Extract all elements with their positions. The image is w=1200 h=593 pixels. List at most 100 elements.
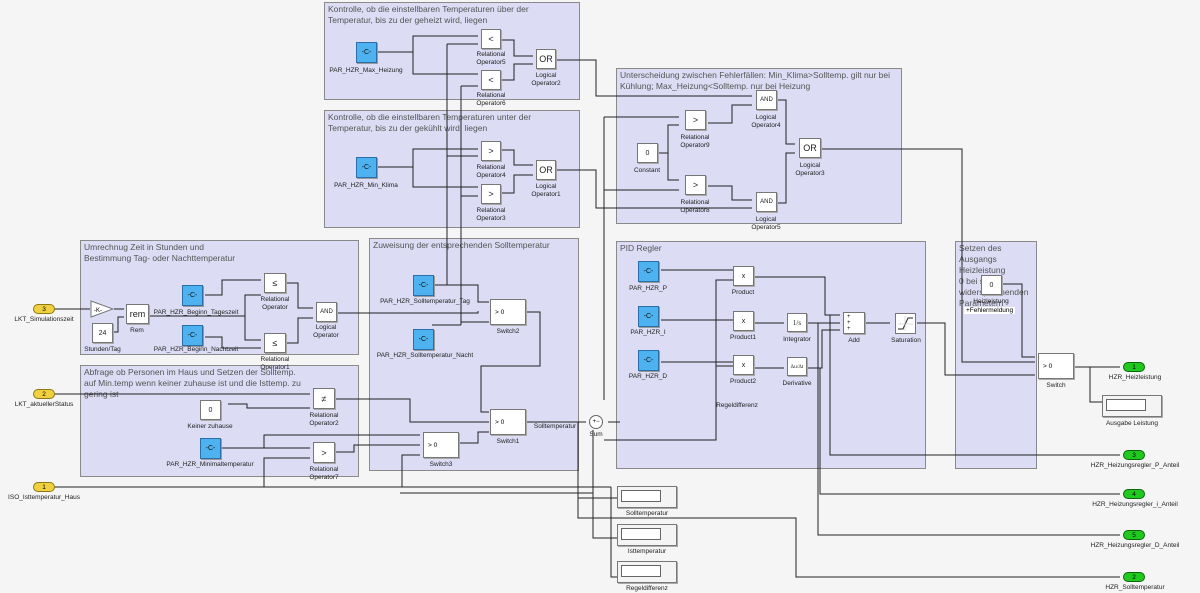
constant-soll-nacht[interactable]: -C-	[413, 329, 434, 350]
label: PAR_HZR_Beginn_Nachtzeit	[153, 346, 239, 353]
switch[interactable]: > 0	[1038, 353, 1074, 379]
constant-keiner-zuhause[interactable]: 0	[200, 400, 221, 420]
constant-tageszeit[interactable]: -C-	[182, 285, 203, 306]
area-title: PID Regler	[620, 243, 662, 253]
display-window	[1106, 399, 1146, 411]
label: Constant	[633, 167, 661, 174]
constant-min-klima[interactable]: -C-	[356, 157, 377, 178]
constant-i[interactable]: -C-	[638, 306, 659, 327]
inport-3[interactable]: 3	[33, 304, 55, 314]
area-pid[interactable]: PID Regler	[616, 241, 926, 469]
switch3[interactable]: > 0	[423, 432, 459, 458]
constant-minimaltemp[interactable]: -C-	[200, 438, 221, 459]
constant-soll-tag[interactable]: -C-	[413, 275, 434, 296]
label: Relational Operator4	[476, 164, 506, 179]
relational-operator6[interactable]: <	[481, 70, 501, 90]
product1[interactable]: x	[733, 311, 754, 331]
label: LKT_Simulationszeit	[14, 316, 74, 323]
label: Logical Operator5	[751, 216, 781, 231]
label: HZR_Heizungsregler_i_Anteil	[1092, 501, 1178, 508]
label: HZR_Heizleistung	[1108, 374, 1162, 381]
constant-24[interactable]: 24	[92, 323, 113, 343]
saturation-block[interactable]	[895, 313, 916, 334]
sum-block[interactable]: +−	[589, 415, 603, 429]
area-fehlerfaelle[interactable]: Unterscheidung zwischen Fehlerfällen: Mi…	[616, 68, 902, 224]
area-title: Kontrolle, ob die einstellbaren Temperat…	[328, 112, 532, 133]
logical-operator2[interactable]: OR	[536, 49, 556, 69]
area-title: Zuweisung der entsprechenden Solltempera…	[373, 240, 550, 250]
svg-text:-K-: -K-	[94, 308, 102, 314]
inport-1[interactable]: 1	[33, 482, 55, 492]
switch2[interactable]: > 0	[490, 299, 526, 325]
constant-nachtzeit[interactable]: -C-	[182, 325, 203, 346]
label: PAR_HZR_D	[628, 373, 668, 380]
relational-operator1[interactable]: ≤	[264, 333, 286, 353]
label: LKT_aktuellerStatus	[14, 401, 74, 408]
integrator[interactable]: 1/s	[787, 313, 807, 332]
relational-operator8[interactable]: >	[685, 175, 706, 195]
relational-operator7[interactable]: >	[313, 442, 335, 463]
area-zuweisung[interactable]: Zuweisung der entsprechenden Solltempera…	[369, 238, 579, 471]
display-ausgabe-leistung[interactable]	[1102, 395, 1162, 417]
inport-2[interactable]: 2	[33, 389, 55, 399]
label: PAR_HZR_I	[630, 329, 666, 336]
label: Relational Operator3	[476, 207, 506, 222]
label: Logical Operator4	[751, 114, 781, 129]
outport-1[interactable]: 1	[1123, 362, 1145, 372]
relational-operator2[interactable]: ≠	[313, 388, 335, 409]
constant-zero[interactable]: 0	[637, 143, 658, 163]
label: Logical Operator	[313, 324, 339, 339]
outport-3[interactable]: 3	[1123, 450, 1145, 460]
switch1[interactable]: > 0	[490, 409, 526, 435]
gain-block[interactable]: -K-	[90, 300, 114, 318]
constant-max-heizung[interactable]: -C-	[356, 42, 377, 63]
constant-p[interactable]: -C-	[638, 261, 659, 282]
relational-operator4[interactable]: >	[481, 141, 501, 161]
label: Keiner zuhause	[187, 423, 233, 430]
label: Isttemperatur	[627, 548, 667, 555]
logical-operator1[interactable]: OR	[536, 160, 556, 180]
switch-criteria: > 0	[428, 442, 438, 449]
relational-operator5[interactable]: <	[481, 29, 501, 49]
label: Derivative	[782, 380, 812, 387]
rem-block[interactable]: rem	[126, 304, 149, 324]
relational-operator3[interactable]: >	[481, 184, 501, 204]
label: Sum	[589, 431, 603, 438]
label: Relational Operator8	[680, 199, 710, 214]
label: Integrator	[783, 336, 811, 343]
outport-4[interactable]: 4	[1123, 489, 1145, 499]
logical-operator4[interactable]: AND	[756, 90, 777, 110]
display-solltemperatur[interactable]	[617, 486, 677, 508]
logical-operator[interactable]: AND	[316, 302, 337, 322]
product[interactable]: x	[733, 266, 754, 286]
display-isttemperatur[interactable]	[617, 524, 677, 546]
relational-operator[interactable]: ≤	[264, 273, 286, 293]
signal-label-solltemperatur: Solltemperatur	[533, 423, 577, 430]
label: Logical Operator2	[531, 72, 561, 87]
label: Ausgabe Leistung	[1105, 420, 1159, 427]
constant-heizleistung[interactable]: 0	[981, 275, 1002, 295]
label: HZR_Heizungsregler_D_Anteil	[1090, 542, 1180, 549]
switch-criteria: > 0	[495, 419, 505, 426]
area-title: Umrechnug Zeit in Stunden und Bestimmung…	[84, 242, 236, 263]
derivative[interactable]: Δu/Δt	[787, 357, 807, 376]
outport-5[interactable]: 5	[1123, 530, 1145, 540]
label: Solltemperatur	[625, 510, 669, 517]
switch-criteria: > 0	[1043, 363, 1053, 370]
label: Regeldifferenz	[626, 585, 668, 592]
product2[interactable]: x	[733, 355, 754, 375]
label: Rem	[130, 327, 144, 334]
constant-d[interactable]: -C-	[638, 350, 659, 371]
label: ISO_Isttemperatur_Haus	[8, 494, 80, 501]
label: Heizleistung	[973, 298, 1009, 305]
label: Logical Operator1	[531, 183, 561, 198]
relational-operator9[interactable]: >	[685, 110, 706, 130]
logical-operator3[interactable]: OR	[799, 138, 821, 158]
outport-2[interactable]: 2	[1123, 572, 1145, 582]
add-block[interactable]: +++	[843, 312, 865, 334]
label: Switch2	[496, 328, 520, 335]
area-umrechnung[interactable]: Umrechnug Zeit in Stunden und Bestimmung…	[80, 240, 359, 355]
logical-operator5[interactable]: AND	[756, 192, 777, 212]
display-regeldifferenz[interactable]	[617, 561, 677, 583]
label: Logical Operator3	[795, 162, 825, 177]
